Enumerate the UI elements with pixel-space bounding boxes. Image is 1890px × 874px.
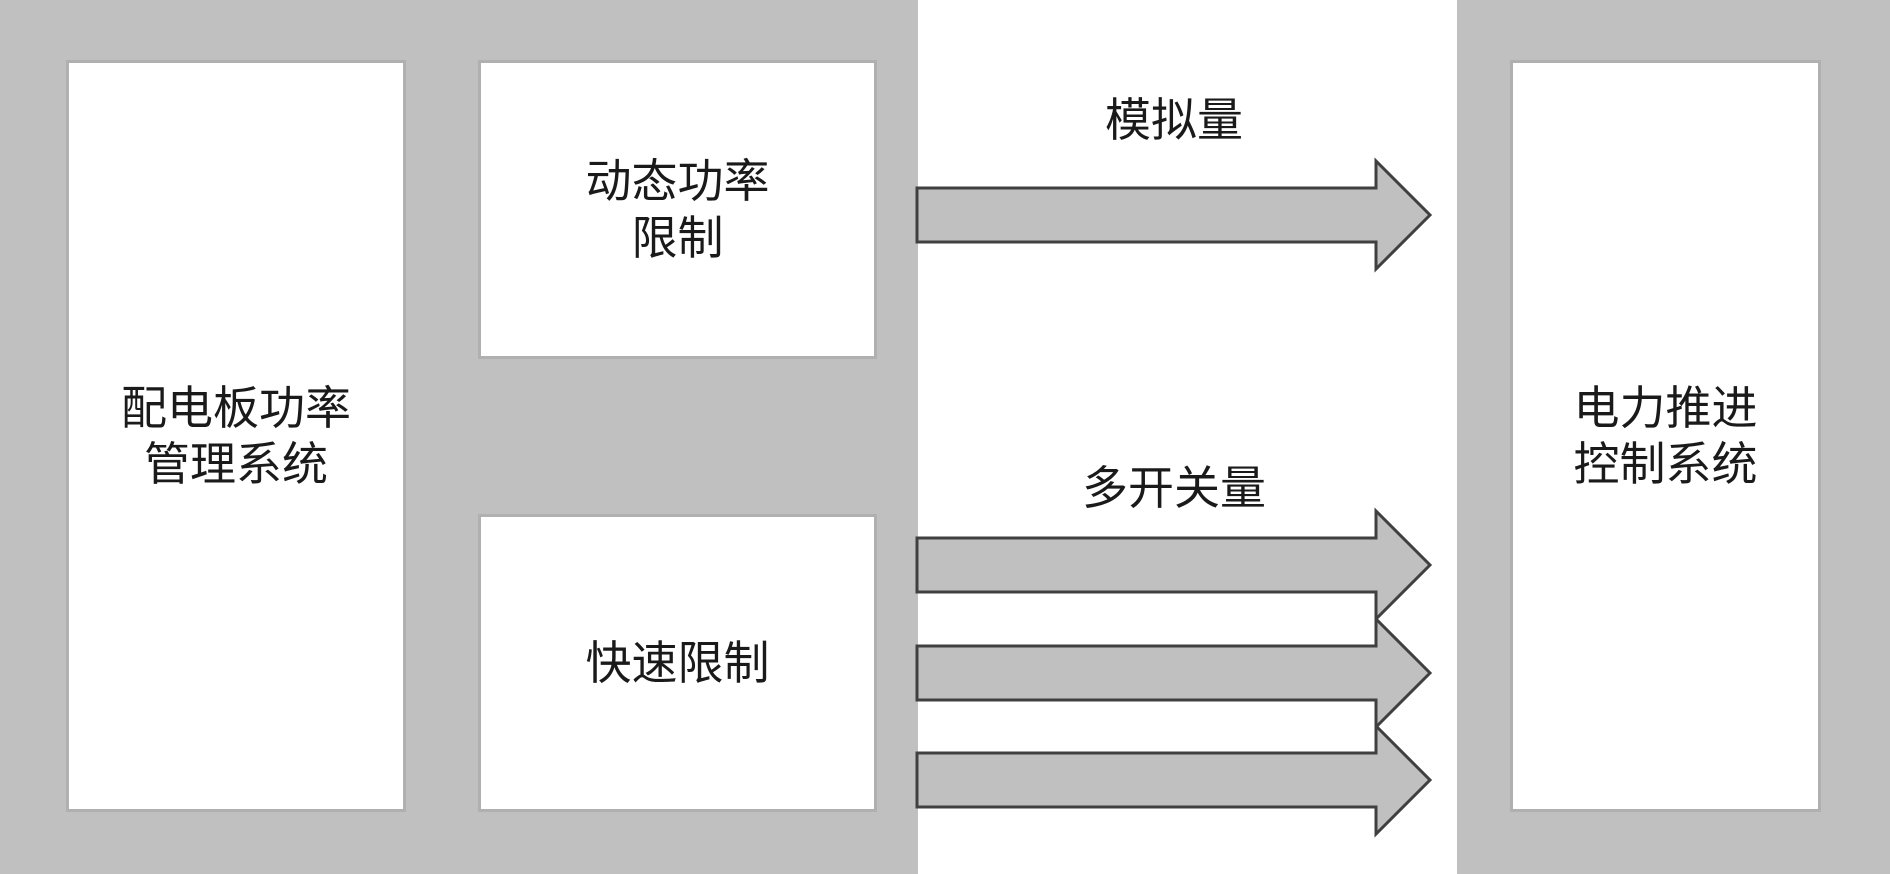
multi-switch-signal-label: 多开关量 [1082, 461, 1266, 515]
switch-arrow-1 [915, 507, 1433, 623]
switch-arrow-3 [915, 722, 1433, 838]
dynamic-power-limit-box: 动态功率 限制 [478, 60, 877, 359]
switch-arrow-2 [915, 615, 1433, 731]
analog-arrow [915, 157, 1433, 273]
fast-limit-box: 快速限制 [478, 514, 877, 812]
analog-signal-label: 模拟量 [1105, 93, 1243, 147]
power-management-system-box: 配电板功率 管理系统 [66, 60, 406, 812]
propulsion-control-system-box: 电力推进 控制系统 [1510, 60, 1821, 812]
